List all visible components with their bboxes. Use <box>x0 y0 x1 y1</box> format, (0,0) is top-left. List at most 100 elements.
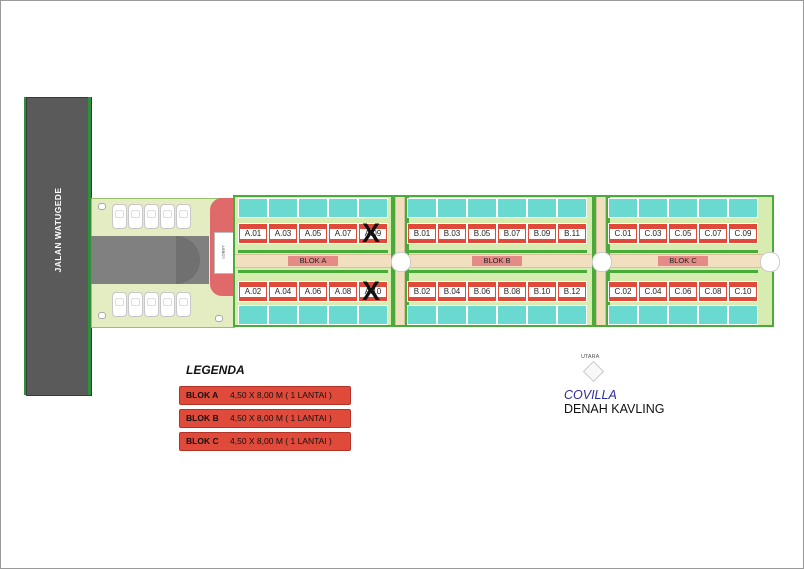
unit-label: C.04 <box>640 287 666 297</box>
cul-de-sac-icon <box>760 252 780 272</box>
unit-plot: C.07 <box>698 223 728 244</box>
unit-yard <box>668 198 698 218</box>
unit-yard <box>268 198 298 218</box>
unit-plot: A.08 <box>328 281 358 302</box>
plan-title: DENAH KAVLING <box>564 402 665 416</box>
sold-mark-icon: X <box>362 218 381 248</box>
road-label: JALAN WATUGEDE <box>53 187 63 273</box>
unit-label: A.01 <box>240 229 266 239</box>
unit-label: A.03 <box>270 229 296 239</box>
legend-item-desc: 4,50 X 8,00 M ( 1 LANTAI ) <box>230 390 332 400</box>
unit-label: A.07 <box>330 229 356 239</box>
parked-car-icon <box>144 204 159 229</box>
unit-label: B.05 <box>469 229 495 239</box>
unit-yard <box>437 305 467 325</box>
unit-label: C.09 <box>730 229 756 239</box>
unit-label: B.01 <box>409 229 435 239</box>
unit-yard <box>358 305 388 325</box>
hedge-row <box>407 250 587 253</box>
unit-plot: B.01 <box>407 223 437 244</box>
unit-yard <box>698 198 728 218</box>
unit-yard <box>328 305 358 325</box>
parked-car-icon <box>160 292 175 317</box>
parked-car-icon <box>160 204 175 229</box>
parked-car-icon <box>112 204 127 229</box>
unit-label: B.06 <box>469 287 495 297</box>
unit-plot: B.04 <box>437 281 467 302</box>
unit-label: A.04 <box>270 287 296 297</box>
unit-plot: A.01 <box>238 223 268 244</box>
unit-yard <box>268 305 298 325</box>
legend-item-name: BLOK A <box>186 390 219 400</box>
unit-label: B.11 <box>559 229 585 239</box>
unit-plot: B.07 <box>497 223 527 244</box>
hedge-row <box>238 250 388 253</box>
legend-item-name: BLOK C <box>186 436 219 446</box>
unit-plot: C.10 <box>728 281 758 302</box>
unit-yard <box>698 305 728 325</box>
unit-yard <box>638 198 668 218</box>
unit-plot: B.06 <box>467 281 497 302</box>
unit-label: B.08 <box>499 287 525 297</box>
unit-label: B.10 <box>529 287 555 297</box>
unit-label: C.01 <box>610 229 636 239</box>
unit-plot: C.03 <box>638 223 668 244</box>
unit-label: B.09 <box>529 229 555 239</box>
unit-plot: C.09 <box>728 223 758 244</box>
legend-title: LEGENDA <box>186 363 245 377</box>
unit-yard <box>298 198 328 218</box>
unit-yard <box>467 305 497 325</box>
roundabout-icon <box>391 252 411 272</box>
unit-yard <box>557 198 587 218</box>
unit-plot: A.06 <box>298 281 328 302</box>
unit-plot: C.05 <box>668 223 698 244</box>
unit-yard <box>497 305 527 325</box>
unit-label: C.08 <box>700 287 726 297</box>
unit-yard <box>238 305 268 325</box>
unit-yard <box>638 305 668 325</box>
planter-icon <box>215 315 223 322</box>
brand-name: COVILLA <box>564 388 617 402</box>
unit-label: C.02 <box>610 287 636 297</box>
unit-yard <box>358 198 388 218</box>
roundabout-icon <box>592 252 612 272</box>
unit-yard <box>557 305 587 325</box>
parked-car-icon <box>176 292 191 317</box>
unit-label: C.07 <box>700 229 726 239</box>
unit-plot: C.02 <box>608 281 638 302</box>
unit-plot: A.05 <box>298 223 328 244</box>
unit-yard <box>298 305 328 325</box>
unit-plot: B.09 <box>527 223 557 244</box>
hedge-row <box>407 270 587 273</box>
legend-item-name: BLOK B <box>186 413 219 423</box>
unit-yard <box>728 305 758 325</box>
unit-plot: A.04 <box>268 281 298 302</box>
unit-label: A.02 <box>240 287 266 297</box>
unit-label: B.07 <box>499 229 525 239</box>
planter-icon <box>98 203 106 210</box>
unit-plot: B.10 <box>527 281 557 302</box>
unit-plot: B.08 <box>497 281 527 302</box>
legend-item: BLOK A 4,50 X 8,00 M ( 1 LANTAI ) <box>179 386 351 405</box>
block-label: BLOK B <box>472 256 522 266</box>
unit-plot: C.01 <box>608 223 638 244</box>
unit-plot: A.09 <box>358 223 388 244</box>
block-label: BLOK C <box>658 256 708 266</box>
legend-item-desc: 4,50 X 8,00 M ( 1 LANTAI ) <box>230 413 332 423</box>
unit-yard <box>328 198 358 218</box>
unit-plot: C.04 <box>638 281 668 302</box>
unit-plot: C.08 <box>698 281 728 302</box>
unit-label: A.10 <box>360 287 386 297</box>
parked-car-icon <box>128 292 143 317</box>
unit-plot: B.02 <box>407 281 437 302</box>
unit-label: A.06 <box>300 287 326 297</box>
unit-yard <box>527 198 557 218</box>
hedge-row <box>238 270 388 273</box>
hedge-row <box>608 250 758 253</box>
hedge-row <box>608 270 758 273</box>
unit-yard <box>407 198 437 218</box>
unit-label: B.04 <box>439 287 465 297</box>
unit-yard <box>467 198 497 218</box>
unit-label: A.08 <box>330 287 356 297</box>
unit-label: B.02 <box>409 287 435 297</box>
